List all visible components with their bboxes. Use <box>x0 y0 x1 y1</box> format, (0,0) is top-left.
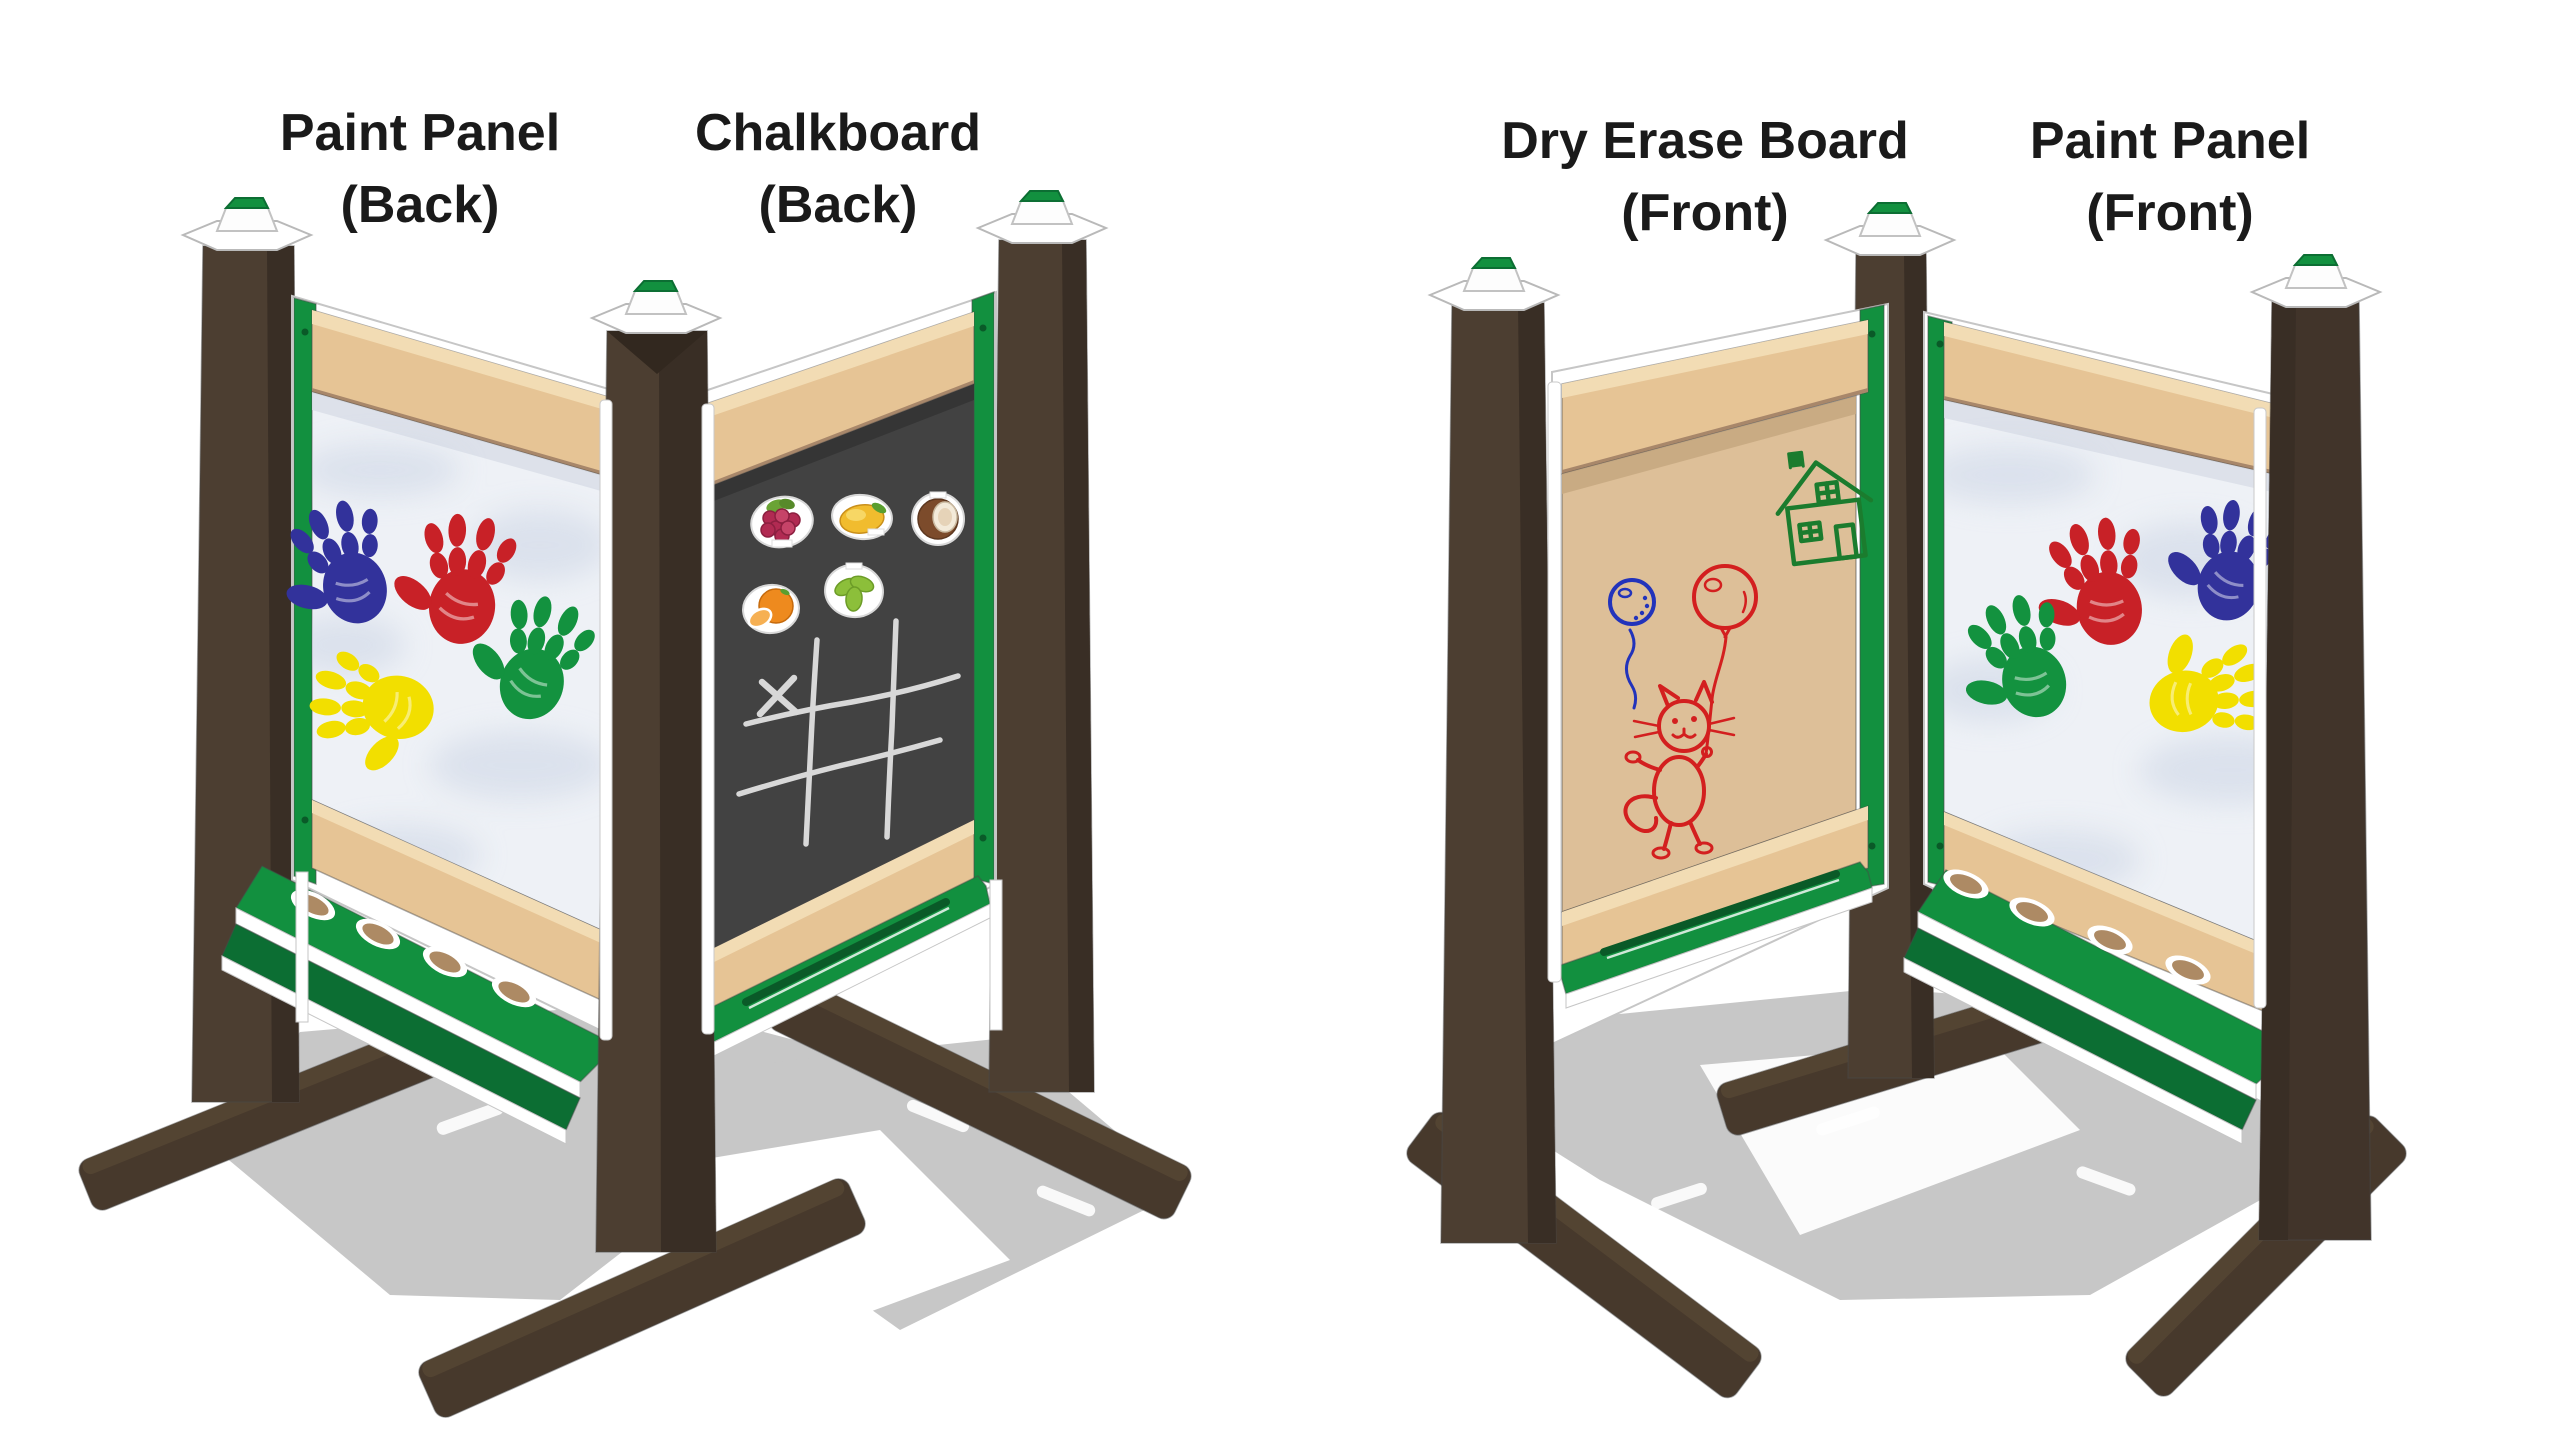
cat-drawing-icon <box>1623 680 1736 860</box>
view-labels: Paint Panel (Back) Chalkboard (Back) Dry… <box>280 104 2310 242</box>
label-paint-panel-back-line2: (Back) <box>341 176 500 234</box>
mango-magnet-icon <box>831 493 893 541</box>
top-rail <box>1943 321 2291 479</box>
post-cap <box>591 280 721 334</box>
label-paint-panel-front-line2: (Front) <box>2086 184 2253 242</box>
dry-erase-panel <box>1551 302 1889 1046</box>
cup-holes <box>1943 869 2211 985</box>
food-magnets <box>742 491 965 635</box>
chalkboard-panel <box>695 290 1003 1057</box>
post-foot <box>418 1178 866 1418</box>
frame-leg <box>2253 407 2267 1009</box>
balloon-blue-icon <box>1608 578 1656 710</box>
top-rail <box>1561 319 1869 475</box>
post-cap <box>1429 257 1559 311</box>
basil-magnet-icon <box>824 562 884 619</box>
chalk-tic-tac-toe <box>736 618 961 847</box>
paint-panel-front <box>1903 310 2295 1145</box>
label-dry-erase-front-line2: (Front) <box>1621 184 1788 242</box>
bottom-rail <box>1561 804 1869 978</box>
paint-panel-back <box>221 294 613 1145</box>
orange-magnet-icon <box>742 583 800 635</box>
paint-cup-tray <box>1903 869 2285 1145</box>
frame-leg <box>989 879 1003 1031</box>
frame-leg <box>1547 381 1562 983</box>
frame-leg <box>701 403 715 1035</box>
post-cap <box>977 190 1107 244</box>
grapes-magnet-icon <box>750 495 814 549</box>
post-cap <box>2251 254 2381 308</box>
panel-edge-strip <box>1859 304 1885 889</box>
frame-leg <box>295 871 309 1023</box>
label-chalkboard-back-line1: Chalkboard <box>695 104 981 162</box>
frame-leg <box>599 399 613 1041</box>
post-cap <box>182 197 312 251</box>
post <box>1440 302 1562 1244</box>
house-drawing-icon <box>1775 450 1874 567</box>
label-paint-panel-back-line1: Paint Panel <box>280 104 560 162</box>
post <box>988 239 1095 1093</box>
coconut-magnet-icon <box>911 491 965 546</box>
marker-drawings <box>1608 450 1874 860</box>
front-view-group <box>1406 202 2407 1399</box>
post-cap <box>1825 202 1955 256</box>
back-view-group <box>78 190 1192 1418</box>
marker-tray <box>1557 861 1873 1009</box>
post <box>595 330 717 1253</box>
label-chalkboard-back-line2: (Back) <box>759 176 918 234</box>
label-paint-panel-front-line1: Paint Panel <box>2030 112 2310 170</box>
panel-edge-strip <box>971 290 995 885</box>
post <box>2253 299 2372 1241</box>
label-dry-erase-front-line1: Dry Erase Board <box>1501 112 1909 170</box>
